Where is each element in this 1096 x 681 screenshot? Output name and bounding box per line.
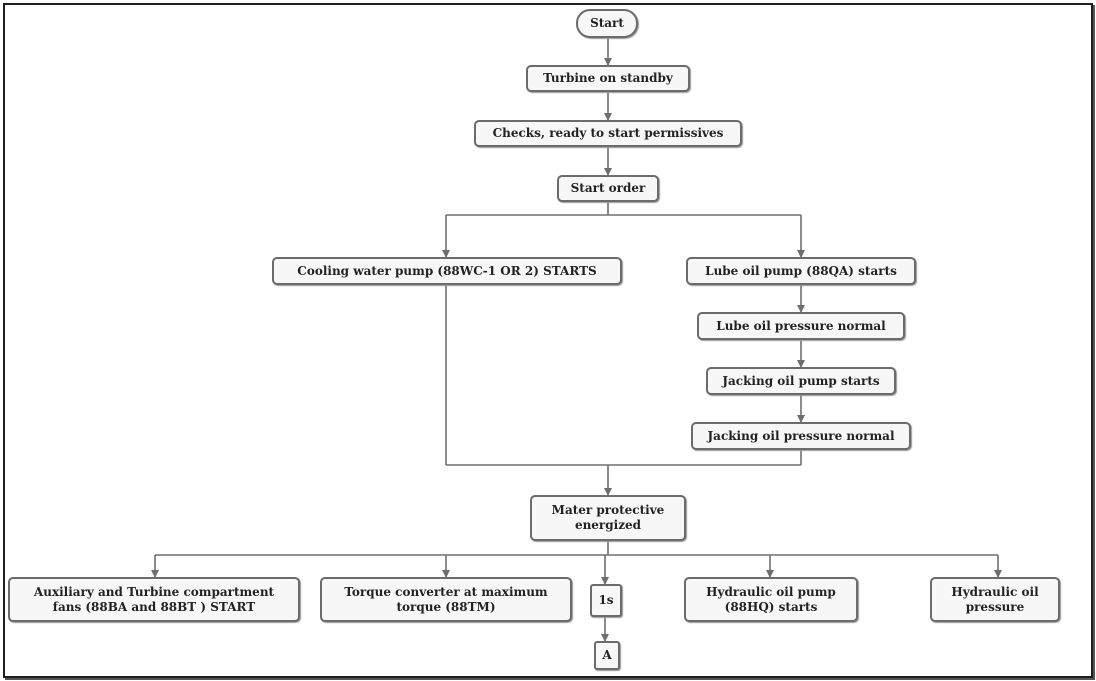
node-hydraulic-pump: Hydraulic oil pump (88HQ) starts (684, 577, 858, 622)
node-aux-fans: Auxiliary and Turbine compartment fans (… (8, 577, 300, 622)
node-delay: 1s (590, 584, 622, 617)
node-master-protective-line2: energized (574, 518, 642, 532)
node-jacking-oil-pump: Jacking oil pump starts (706, 367, 896, 395)
node-turbine-standby: Turbine on standby (526, 65, 690, 92)
node-aux-fans-line1: Auxiliary and Turbine compartment (33, 584, 275, 599)
diagram-frame (3, 3, 1093, 678)
node-cooling-water-pump-label: Cooling water pump (88WC-1 OR 2) STARTS (297, 263, 597, 278)
node-jacking-oil-pump-label: Jacking oil pump starts (722, 373, 880, 388)
node-start-order: Start order (557, 175, 659, 202)
node-jacking-oil-pressure: Jacking oil pressure normal (691, 422, 911, 450)
node-hydraulic-pressure: Hydraulic oil pressure (930, 577, 1060, 622)
node-checks-label: Checks, ready to start permissives (492, 126, 724, 140)
node-start-label: Start (590, 16, 624, 30)
node-torque-converter-line1: Torque converter at maximum (344, 584, 548, 599)
node-lube-oil-pressure: Lube oil pressure normal (697, 312, 905, 340)
node-hydraulic-pressure-line2: pressure (965, 599, 1025, 614)
node-connector-a: A (594, 641, 620, 670)
node-hydraulic-pump-line1: Hydraulic oil pump (706, 584, 836, 599)
node-hydraulic-pressure-line1: Hydraulic oil (951, 584, 1039, 599)
node-checks: Checks, ready to start permissives (474, 120, 742, 147)
node-master-protective: Mater protective energized (530, 495, 686, 541)
node-start: Start (576, 9, 638, 38)
node-cooling-water-pump: Cooling water pump (88WC-1 OR 2) STARTS (272, 257, 622, 285)
node-lube-oil-pressure-label: Lube oil pressure normal (716, 318, 886, 333)
node-turbine-standby-label: Turbine on standby (543, 71, 673, 85)
node-connector-a-label: A (602, 648, 612, 662)
node-jacking-oil-pressure-label: Jacking oil pressure normal (707, 428, 895, 443)
node-torque-converter-line2: torque (88TM) (396, 599, 496, 614)
node-aux-fans-line2: fans (88BA and 88BT ) START (52, 599, 256, 614)
node-hydraulic-pump-line2: (88HQ) starts (724, 599, 818, 614)
node-lube-oil-pump-label: Lube oil pump (88QA) starts (705, 263, 897, 278)
node-master-protective-line1: Mater protective (551, 503, 665, 517)
node-lube-oil-pump: Lube oil pump (88QA) starts (686, 257, 916, 285)
node-start-order-label: Start order (570, 181, 646, 195)
node-delay-label: 1s (598, 593, 614, 607)
node-torque-converter: Torque converter at maximum torque (88TM… (320, 577, 572, 622)
